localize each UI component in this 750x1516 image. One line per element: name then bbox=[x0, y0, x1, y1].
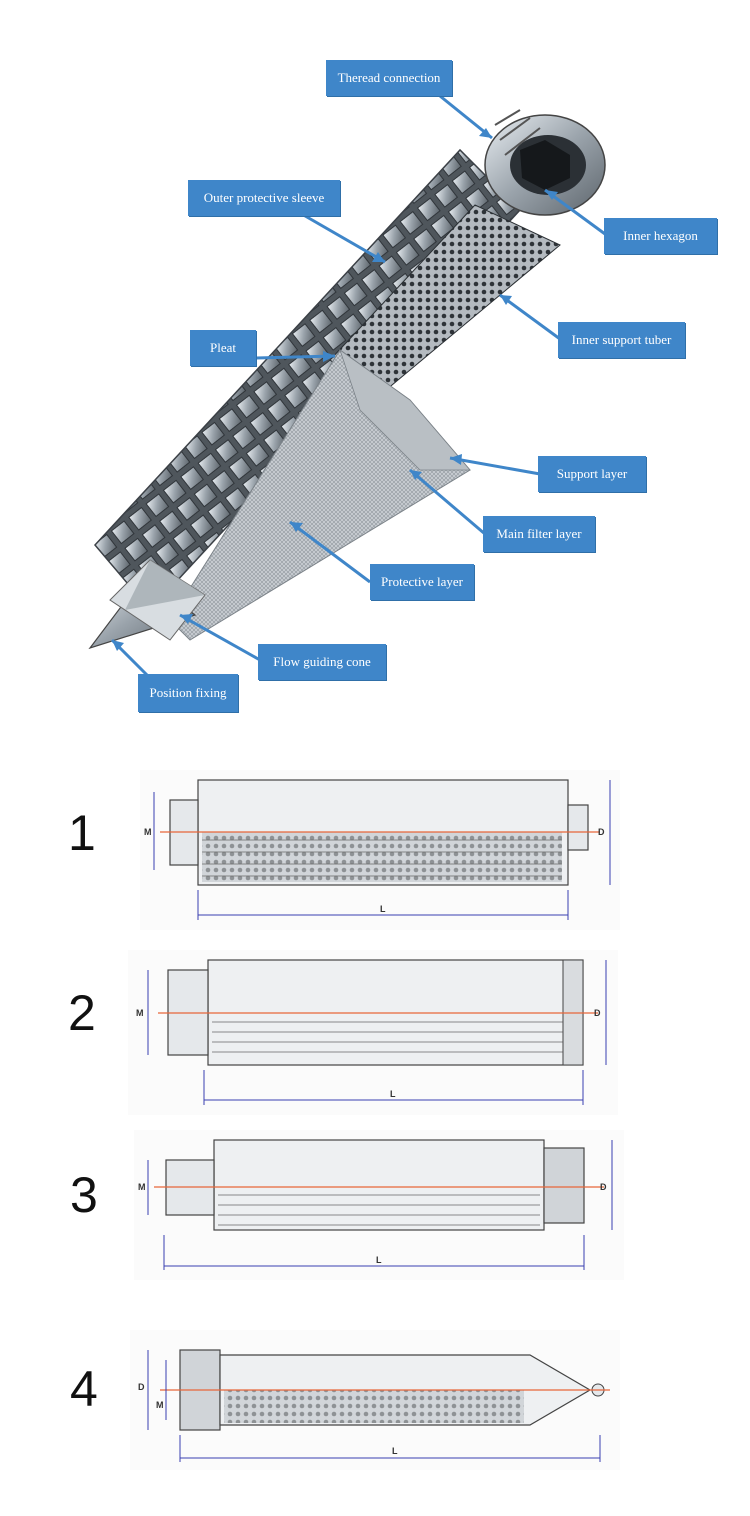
callout-thread-connection: Theread connection bbox=[326, 60, 452, 96]
callout-outer-protective-sleeve: Outer protective sleeve bbox=[188, 180, 340, 216]
variant-drawing-2: M D L bbox=[128, 950, 618, 1115]
filter-cutaway-illustration bbox=[88, 94, 606, 680]
callout-inner-hexagon: Inner hexagon bbox=[604, 218, 717, 254]
svg-text:L: L bbox=[392, 1446, 398, 1456]
callout-protective-layer: Protective layer bbox=[370, 564, 474, 600]
variant-number-4: 4 bbox=[70, 1361, 98, 1417]
callout-position-fixing: Position fixing bbox=[138, 674, 238, 712]
cone-shape bbox=[88, 559, 206, 650]
callout-pleat: Pleat bbox=[190, 330, 256, 366]
variant-drawing-4: D M L bbox=[130, 1330, 620, 1470]
svg-text:L: L bbox=[390, 1089, 396, 1099]
svg-text:D: D bbox=[138, 1382, 145, 1392]
callout-inner-support-tube: Inner support tuber bbox=[558, 322, 685, 358]
variant-drawing-3: M D L bbox=[134, 1130, 624, 1280]
variant-number-1: 1 bbox=[68, 805, 96, 861]
variant-number-2: 2 bbox=[68, 985, 96, 1041]
thread-connection-shape bbox=[484, 109, 606, 216]
svg-text:L: L bbox=[376, 1255, 382, 1265]
callout-main-filter-layer: Main filter layer bbox=[483, 516, 595, 552]
svg-text:M: M bbox=[138, 1182, 146, 1192]
dim-label-m: M bbox=[144, 827, 152, 837]
dim-label-d: D bbox=[598, 827, 605, 837]
svg-text:M: M bbox=[136, 1008, 144, 1018]
svg-text:D: D bbox=[594, 1008, 601, 1018]
callout-flow-guiding-cone: Flow guiding cone bbox=[258, 644, 386, 680]
svg-text:M: M bbox=[156, 1400, 164, 1410]
variant-drawing-1: M D L bbox=[140, 770, 620, 930]
dim-label-l: L bbox=[380, 904, 386, 914]
variant-number-3: 3 bbox=[70, 1167, 98, 1223]
callout-support-layer: Support layer bbox=[538, 456, 646, 492]
svg-text:D: D bbox=[600, 1182, 607, 1192]
